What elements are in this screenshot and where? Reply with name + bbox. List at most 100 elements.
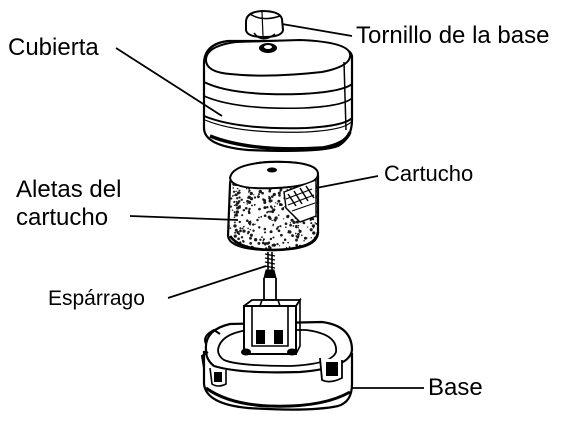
filter-speckle	[268, 199, 272, 203]
filter-speckle	[238, 233, 241, 236]
filter-speckle	[269, 230, 273, 234]
filter-speckle	[297, 224, 300, 227]
filter-speckle	[225, 209, 227, 211]
filter-speckle	[319, 180, 320, 181]
filter-speckle	[309, 228, 313, 232]
filter-speckle	[262, 198, 265, 201]
filter-speckle	[291, 249, 293, 250]
filter-speckle	[283, 238, 287, 242]
filter-speckle	[278, 194, 281, 197]
filter-speckle	[297, 227, 300, 229]
filter-speckle	[237, 200, 241, 203]
filter-speckle	[268, 241, 271, 244]
filter-speckle	[303, 236, 307, 240]
label-cartridge: Cartucho	[384, 161, 474, 186]
filter-speckle	[266, 211, 269, 214]
filter-speckle	[249, 242, 253, 245]
filter-speckle	[256, 195, 260, 199]
filter-speckle	[256, 218, 259, 222]
filter-speckle	[308, 247, 311, 250]
filter-speckle	[252, 223, 255, 226]
label-cover: Cubierta	[8, 34, 99, 61]
leader-line-stud	[167, 265, 267, 299]
label-cartridge-fins-line2: cartucho	[16, 204, 109, 231]
filter-speckle	[269, 210, 272, 213]
filter-speckle	[289, 223, 292, 227]
filter-speckle	[236, 211, 238, 213]
filter-speckle	[249, 191, 253, 196]
filter-speckle	[303, 239, 305, 242]
filter-speckle	[257, 193, 260, 196]
filter-speckle	[257, 241, 261, 245]
filter-speckle	[271, 195, 274, 198]
filter-speckle	[233, 221, 236, 224]
filter-speckle	[268, 195, 270, 198]
filter-speckle	[233, 224, 237, 228]
filter-speckle	[228, 225, 231, 227]
filter-speckle	[242, 240, 245, 243]
filter-speckle	[258, 207, 261, 211]
filter-speckle	[268, 189, 272, 193]
filter-speckle	[246, 207, 248, 209]
filter-speckle	[299, 251, 300, 252]
filter-speckle	[263, 214, 267, 218]
filter-speckle	[239, 229, 242, 233]
filter-speckle	[258, 216, 260, 219]
filter-speckle	[229, 245, 233, 250]
filter-speckle	[253, 194, 255, 196]
filter-speckle	[300, 234, 303, 237]
filter-speckle	[226, 224, 227, 225]
filter-speckle	[238, 196, 241, 199]
filter-speckle	[249, 228, 252, 231]
filter-speckle	[249, 220, 252, 223]
filter-speckle	[271, 207, 274, 209]
filter-speckle	[251, 204, 253, 207]
filter-speckle	[288, 246, 291, 248]
leader-line-cartridge	[315, 175, 379, 189]
leader-line-base-screw	[281, 23, 353, 37]
filter-speckle	[225, 214, 227, 216]
filter-speckle	[261, 241, 265, 245]
filter-speckle	[291, 234, 295, 238]
filter-speckle	[263, 201, 267, 204]
filter-speckle	[263, 206, 267, 210]
filter-speckle	[313, 227, 315, 229]
filter-speckle	[241, 227, 244, 230]
filter-speckle	[242, 225, 245, 228]
cover-part	[202, 38, 354, 152]
filter-speckle	[229, 227, 232, 229]
stud-part	[258, 252, 282, 307]
leader-line-cover	[115, 47, 223, 117]
filter-speckle	[242, 229, 246, 233]
filter-speckle	[278, 202, 283, 207]
filter-speckle	[278, 245, 281, 247]
filter-speckle	[248, 211, 251, 215]
filter-speckle	[239, 227, 242, 230]
filter-speckle	[272, 208, 276, 212]
filter-speckle	[228, 192, 229, 195]
filter-speckle	[225, 249, 228, 252]
filter-speckle	[272, 236, 275, 239]
filter-speckle	[303, 248, 305, 250]
base-part	[200, 297, 354, 411]
filter-speckle	[228, 249, 229, 250]
filter-speckle	[307, 226, 309, 228]
filter-speckle	[274, 202, 277, 204]
filter-speckle	[317, 225, 319, 229]
filter-speckle	[235, 213, 239, 217]
filter-speckle	[249, 236, 252, 240]
filter-speckle	[266, 206, 269, 209]
leader-lines	[115, 23, 424, 389]
filter-speckle	[235, 203, 238, 207]
filter-speckle	[241, 214, 244, 217]
filter-speckle	[261, 191, 264, 195]
filter-speckle	[253, 203, 256, 206]
filter-speckle	[286, 215, 290, 219]
filter-speckle	[231, 209, 234, 211]
filter-speckle	[260, 215, 263, 218]
filter-speckle	[268, 217, 272, 220]
filter-speckle	[246, 203, 249, 205]
filter-speckle	[287, 230, 290, 233]
filter-speckle	[292, 220, 296, 225]
